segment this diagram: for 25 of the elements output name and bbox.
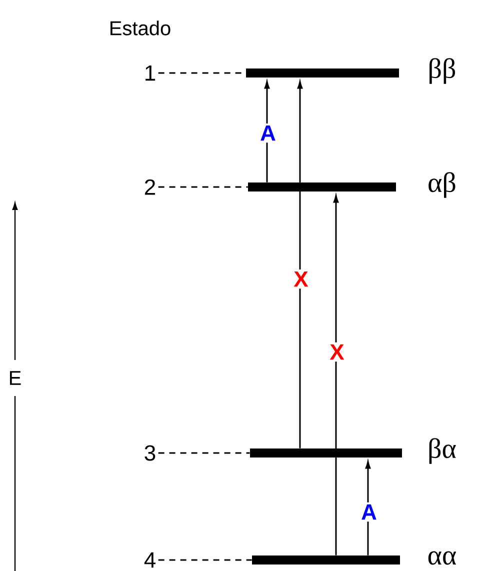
spin-state-label: αβ	[428, 172, 456, 198]
transition-arrow	[264, 81, 270, 182]
energy-level-bar	[252, 556, 400, 564]
edge-label: A	[359, 502, 379, 522]
state-number: 1	[146, 65, 156, 81]
spin-state-label: βα	[429, 438, 456, 464]
dashed-leader-line	[158, 559, 252, 561]
state-number: 4	[144, 552, 156, 568]
energy-level-bar	[246, 68, 399, 78]
column-heading: Estado	[110, 20, 170, 36]
edge-label: X	[328, 342, 346, 362]
energy-level-bar	[248, 182, 396, 192]
transition-arrow	[297, 81, 303, 448]
spin-state-label: αα	[428, 551, 456, 565]
dashed-leader-line	[158, 186, 248, 188]
edge-label: A	[258, 123, 278, 143]
transition-arrow	[365, 461, 371, 556]
transition-arrow	[333, 195, 339, 556]
edge-label: X	[292, 269, 310, 289]
spin-state-label: ββ	[430, 58, 456, 84]
state-number: 2	[145, 179, 156, 195]
dashed-leader-line	[158, 452, 250, 454]
axis-label: E	[10, 371, 21, 385]
energy-level-bar	[250, 448, 402, 458]
state-number: 3	[144, 445, 156, 461]
